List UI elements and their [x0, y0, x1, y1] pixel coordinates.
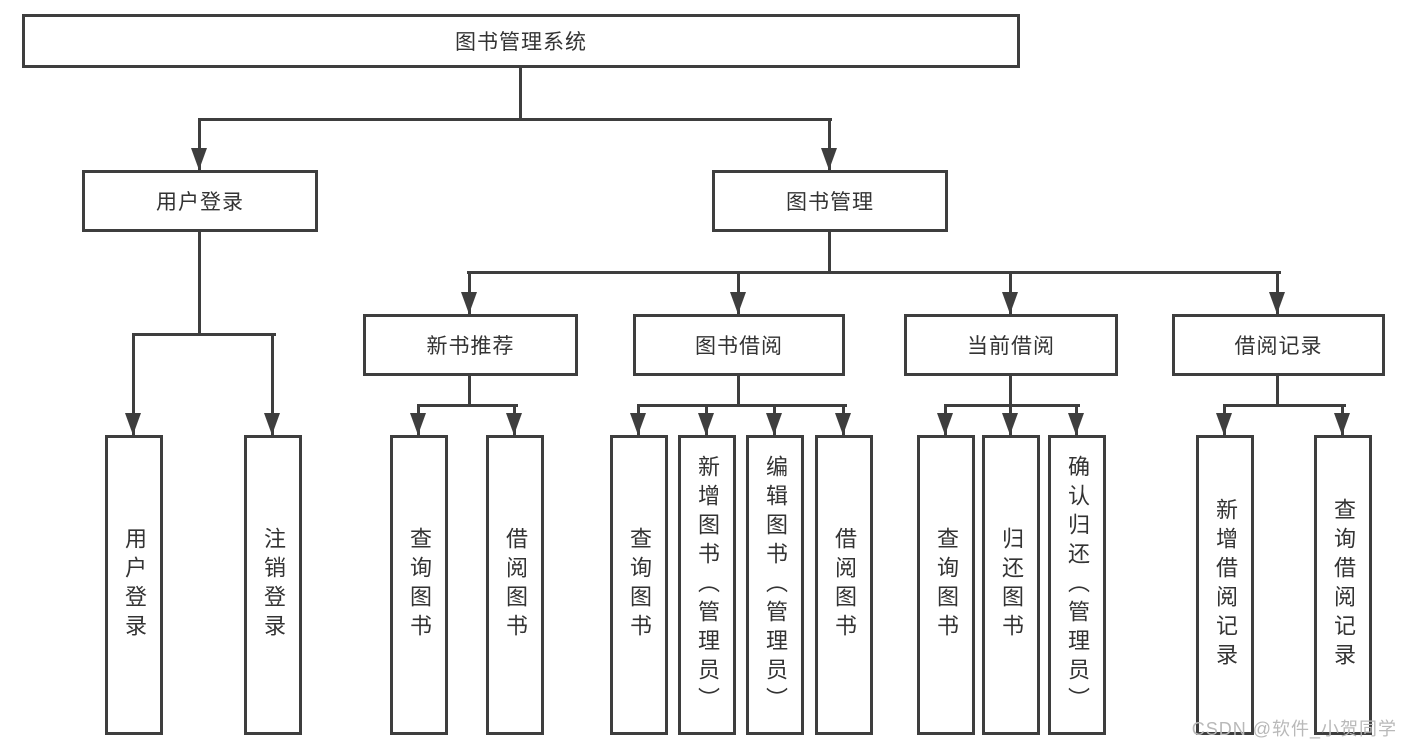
node-borrowing: 图书借阅: [633, 314, 845, 376]
node-leaf-records-add: 新增借阅记录: [1196, 435, 1254, 735]
connector-line: [198, 118, 832, 121]
node-leaf-borrowing-query: 查询图书: [610, 435, 668, 735]
node-leaf-records-query-label: 查询借阅记录: [1331, 498, 1356, 672]
node-leaf-records-add-label: 新增借阅记录: [1213, 498, 1238, 672]
connector-line: [828, 232, 831, 274]
node-new-books-label: 新书推荐: [426, 335, 515, 358]
arrowhead-down-icon: [264, 413, 280, 435]
connector-line: [271, 333, 274, 435]
node-current-borrow-label: 当前借阅: [967, 335, 1055, 358]
node-borrowing-label: 图书借阅: [695, 335, 783, 358]
connector-line: [468, 376, 471, 407]
arrowhead-down-icon: [835, 413, 851, 435]
connector-line: [737, 376, 740, 407]
node-root: 图书管理系统: [22, 14, 1020, 68]
connector-line: [467, 271, 1281, 274]
connector-line: [1009, 376, 1012, 407]
arrowhead-down-icon: [630, 413, 646, 435]
node-new-books: 新书推荐: [363, 314, 578, 376]
node-leaf-borrowing-add: 新增图书（管理员）: [678, 435, 736, 735]
connector-line: [132, 333, 276, 336]
connector-line: [519, 68, 522, 121]
node-leaf-current-confirm: 确认归还（管理员）: [1048, 435, 1106, 735]
node-leaf-records-query: 查询借阅记录: [1314, 435, 1372, 735]
arrowhead-down-icon: [1002, 292, 1018, 314]
arrowhead-down-icon: [410, 413, 426, 435]
node-current-borrow: 当前借阅: [904, 314, 1118, 376]
connector-line: [1223, 404, 1346, 407]
connector-line: [417, 404, 518, 407]
arrowhead-down-icon: [1334, 413, 1350, 435]
connector-line: [637, 404, 847, 407]
node-user-login-label: 用户登录: [156, 191, 244, 214]
arrowhead-down-icon: [730, 292, 746, 314]
arrowhead-down-icon: [191, 148, 207, 170]
arrowhead-down-icon: [1002, 413, 1018, 435]
node-leaf-logout-label: 注销登录: [261, 527, 286, 643]
node-borrow-records: 借阅记录: [1172, 314, 1385, 376]
arrowhead-down-icon: [698, 413, 714, 435]
arrowhead-down-icon: [125, 413, 141, 435]
node-leaf-logout: 注销登录: [244, 435, 302, 735]
connector-line: [1276, 376, 1279, 407]
arrowhead-down-icon: [461, 292, 477, 314]
node-leaf-current-return-label: 归还图书: [999, 527, 1024, 643]
node-leaf-borrowing-add-label: 新增图书（管理员）: [695, 454, 720, 716]
node-leaf-borrowing-query-label: 查询图书: [627, 527, 652, 643]
node-leaf-borrowing-lend: 借阅图书: [815, 435, 873, 735]
node-leaf-current-query-label: 查询图书: [934, 527, 959, 643]
node-leaf-current-return: 归还图书: [982, 435, 1040, 735]
node-user-login: 用户登录: [82, 170, 318, 232]
arrowhead-down-icon: [1068, 413, 1084, 435]
arrowhead-down-icon: [1269, 292, 1285, 314]
node-leaf-user-login: 用户登录: [105, 435, 163, 735]
node-leaf-current-confirm-label: 确认归还（管理员）: [1065, 454, 1090, 716]
connector-line: [198, 118, 201, 170]
node-leaf-current-query: 查询图书: [917, 435, 975, 735]
node-borrow-records-label: 借阅记录: [1234, 335, 1323, 358]
node-book-mgmt: 图书管理: [712, 170, 948, 232]
connector-line: [198, 232, 201, 336]
arrowhead-down-icon: [766, 413, 782, 435]
arrowhead-down-icon: [506, 413, 522, 435]
arrowhead-down-icon: [1216, 413, 1232, 435]
node-root-label: 图书管理系统: [455, 31, 587, 54]
connector-line: [944, 404, 1080, 407]
node-leaf-borrowing-edit: 编辑图书（管理员）: [746, 435, 804, 735]
node-leaf-newbooks-query-label: 查询图书: [407, 527, 432, 643]
watermark: CSDN @软件_小贺同学: [1191, 719, 1397, 739]
node-book-mgmt-label: 图书管理: [786, 191, 874, 214]
connector-line: [132, 333, 135, 435]
arrowhead-down-icon: [821, 148, 837, 170]
connector-line: [828, 118, 831, 170]
node-leaf-borrowing-lend-label: 借阅图书: [832, 527, 857, 643]
node-leaf-newbooks-borrow: 借阅图书: [486, 435, 544, 735]
node-leaf-user-login-label: 用户登录: [122, 527, 147, 643]
arrowhead-down-icon: [937, 413, 953, 435]
node-leaf-newbooks-borrow-label: 借阅图书: [503, 527, 528, 643]
node-leaf-borrowing-edit-label: 编辑图书（管理员）: [763, 454, 788, 716]
node-leaf-newbooks-query: 查询图书: [390, 435, 448, 735]
